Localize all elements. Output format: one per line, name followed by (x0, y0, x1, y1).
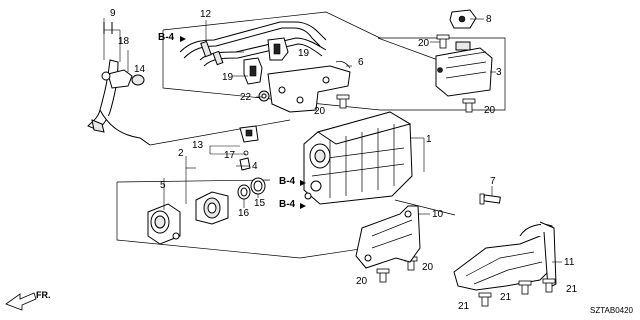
callout-20-b: 20 (418, 38, 430, 49)
b4-ref-label-top: B-4 (158, 32, 175, 43)
b4-ref-arrow-mid: B-4 (279, 176, 306, 187)
part-20-bolts (336, 34, 476, 283)
diagram-code: SZTAB0420 (590, 306, 634, 315)
b4-ref-arrow-bottom: B-4 (279, 199, 306, 210)
leader-lines (103, 18, 562, 263)
callout-2: 2 (178, 148, 184, 159)
callout-8: 8 (486, 14, 492, 25)
callout-12: 12 (200, 9, 212, 20)
callout-14: 14 (134, 64, 146, 75)
callout-21-b: 21 (500, 292, 512, 303)
b4-ref-arrow-top: B-4 (158, 32, 186, 43)
front-direction-label: FR. (36, 290, 51, 300)
b4-ref-label-mid: B-4 (279, 176, 296, 187)
callout-16: 16 (238, 208, 250, 219)
part-4-gasket (239, 157, 251, 171)
part-1-canister (303, 111, 413, 205)
part-22-grommet (258, 90, 270, 102)
callout-17: 17 (224, 150, 236, 161)
callout-7: 7 (490, 176, 496, 187)
callout-3: 3 (496, 67, 502, 78)
part-21-bolts (478, 278, 556, 307)
callout-22: 22 (240, 92, 252, 103)
callout-21-c: 21 (566, 284, 578, 295)
callout-19-b: 19 (222, 72, 234, 83)
callout-21-a: 21 (458, 301, 470, 312)
part-8-bracket (449, 9, 477, 29)
b4-ref-label-bottom: B-4 (279, 199, 296, 210)
part-15-ring (250, 177, 266, 195)
front-direction-arrow: FR. (5, 290, 51, 311)
callout-10: 10 (432, 209, 444, 220)
callout-4: 4 (252, 161, 258, 172)
part-11-guard (453, 221, 557, 291)
callout-11: 11 (564, 257, 575, 268)
part-19-clips (243, 37, 289, 85)
callout-20-c: 20 (484, 105, 496, 116)
callout-13: 13 (192, 140, 204, 151)
part-14-valve (101, 69, 145, 89)
callout-20-e: 20 (356, 276, 368, 287)
callout-6: 6 (358, 57, 364, 68)
callouts: 9 18 14 12 19 19 6 22 20 20 8 3 20 1 13 … (110, 8, 578, 312)
part-16-ring (237, 184, 251, 200)
callout-18: 18 (118, 36, 130, 47)
callout-15: 15 (254, 198, 266, 209)
part-7-pin (479, 193, 501, 205)
callout-20-d: 20 (422, 262, 434, 273)
part-6-bracket (267, 60, 351, 113)
callout-5: 5 (160, 180, 166, 191)
part-5-housing (147, 203, 181, 245)
part-2-motor (195, 191, 229, 225)
part-13-sensor (239, 125, 259, 156)
callout-20-a: 20 (314, 106, 326, 117)
part-12-hoses (179, 21, 327, 67)
callout-1: 1 (426, 134, 432, 145)
callout-19-a: 19 (298, 48, 310, 59)
part-10-bracket (355, 205, 421, 269)
callout-9: 9 (110, 8, 116, 19)
part-3-module (435, 41, 493, 97)
